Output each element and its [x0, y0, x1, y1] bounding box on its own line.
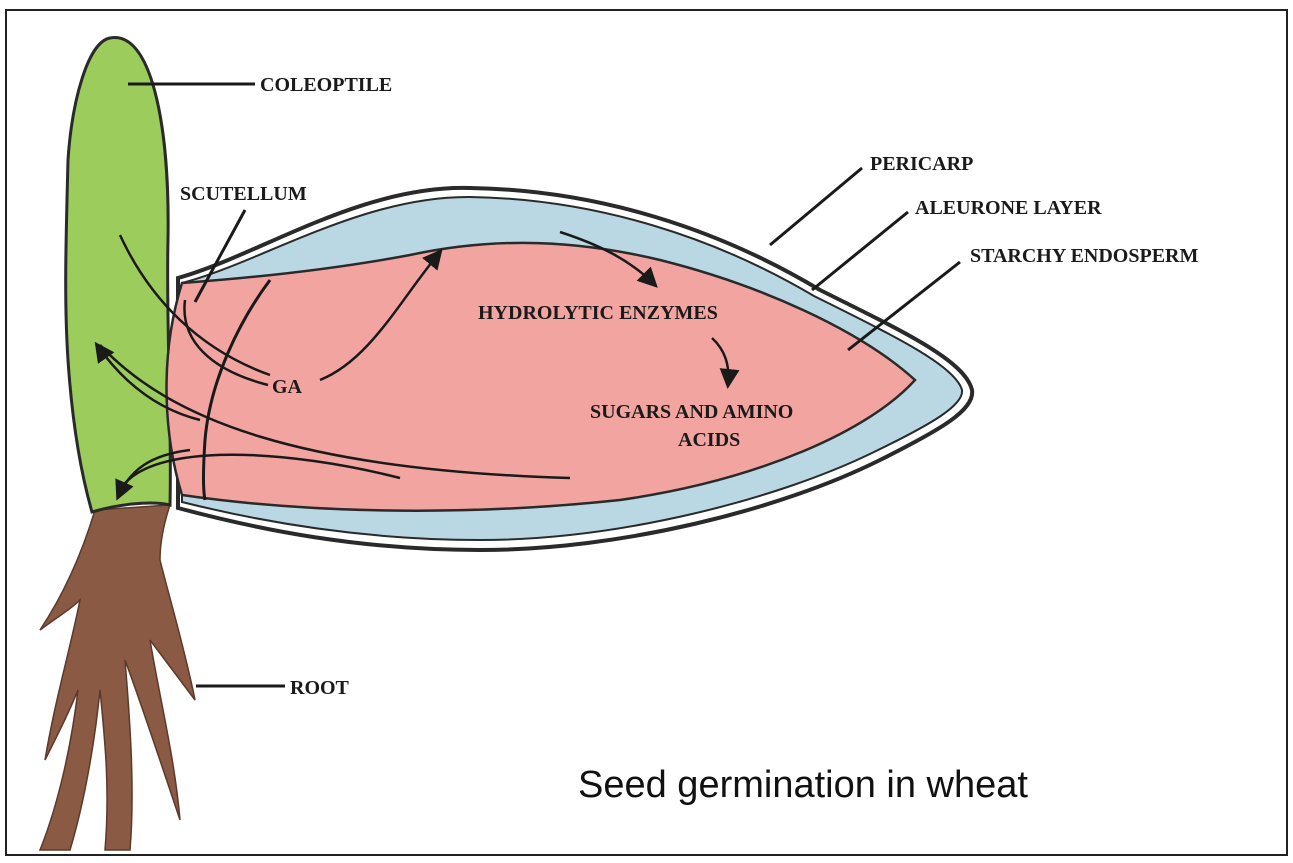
- sugars-label-line1: SUGARS AND AMINO: [590, 401, 793, 423]
- aleurone-layer-label: ALEURONE LAYER: [915, 197, 1102, 219]
- starchy-endosperm-label: STARCHY ENDOSPERM: [970, 245, 1198, 267]
- coleoptile-label: COLEOPTILE: [260, 74, 392, 96]
- scutellum-label: SCUTELLUM: [180, 183, 307, 205]
- ga-label: GA: [272, 376, 303, 398]
- pericarp-label: PERICARP: [870, 153, 973, 175]
- coleoptile-shape: [66, 38, 171, 512]
- sugars-label-line2: ACIDS: [678, 429, 740, 451]
- hydrolytic-enzymes-label: HYDROLYTIC ENZYMES: [478, 302, 718, 324]
- figure-caption: Seed germination in wheat: [578, 764, 1028, 806]
- root-label: ROOT: [290, 677, 350, 699]
